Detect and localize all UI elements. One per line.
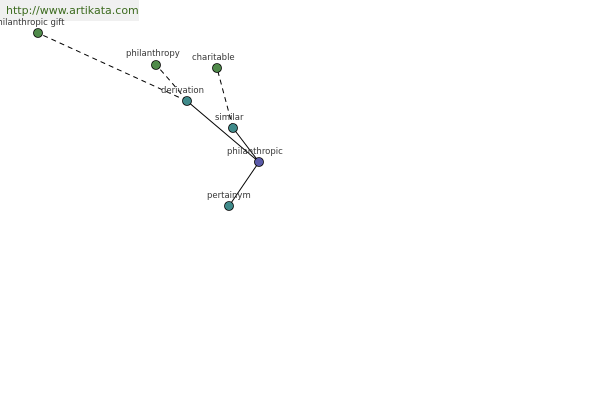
node-label-philanthropic_gift: philanthropic gift xyxy=(0,18,65,28)
node-dot-charitable[interactable] xyxy=(212,63,222,73)
node-pertainym[interactable]: pertainym xyxy=(207,191,251,211)
source-url[interactable]: http://www.artikata.com xyxy=(0,0,139,21)
edge-similar-charitable xyxy=(216,67,234,129)
node-dot-similar[interactable] xyxy=(228,123,238,133)
node-dot-philanthropic[interactable] xyxy=(254,157,264,167)
node-dot-pertainym[interactable] xyxy=(224,201,234,211)
node-dot-derivation[interactable] xyxy=(182,96,192,106)
node-dot-philanthropy[interactable] xyxy=(151,60,161,70)
edge-philanthropic-similar xyxy=(232,127,260,163)
node-label-charitable: charitable xyxy=(192,53,235,63)
node-philanthropic_gift[interactable]: philanthropic gift xyxy=(0,18,65,38)
nodes-layer: philanthropic derivation similar pertainym p… xyxy=(0,18,283,211)
node-similar[interactable]: similar xyxy=(215,113,244,133)
node-philanthropy[interactable]: philanthropy xyxy=(126,49,180,70)
edge-philanthropic-pertainym xyxy=(228,161,260,207)
node-charitable[interactable]: charitable xyxy=(192,53,235,73)
node-derivation[interactable]: derivation xyxy=(161,86,204,106)
node-label-philanthropic: philanthropic xyxy=(227,147,283,157)
node-label-philanthropy: philanthropy xyxy=(126,49,180,59)
node-label-pertainym: pertainym xyxy=(207,191,251,201)
node-label-similar: similar xyxy=(215,113,244,123)
node-philanthropic[interactable]: philanthropic xyxy=(227,147,283,167)
node-label-derivation: derivation xyxy=(161,86,204,96)
edge-derivation-philanthropic_gift xyxy=(37,32,188,102)
edge-philanthropic-derivation xyxy=(186,100,260,163)
node-dot-philanthropic_gift[interactable] xyxy=(33,28,43,38)
